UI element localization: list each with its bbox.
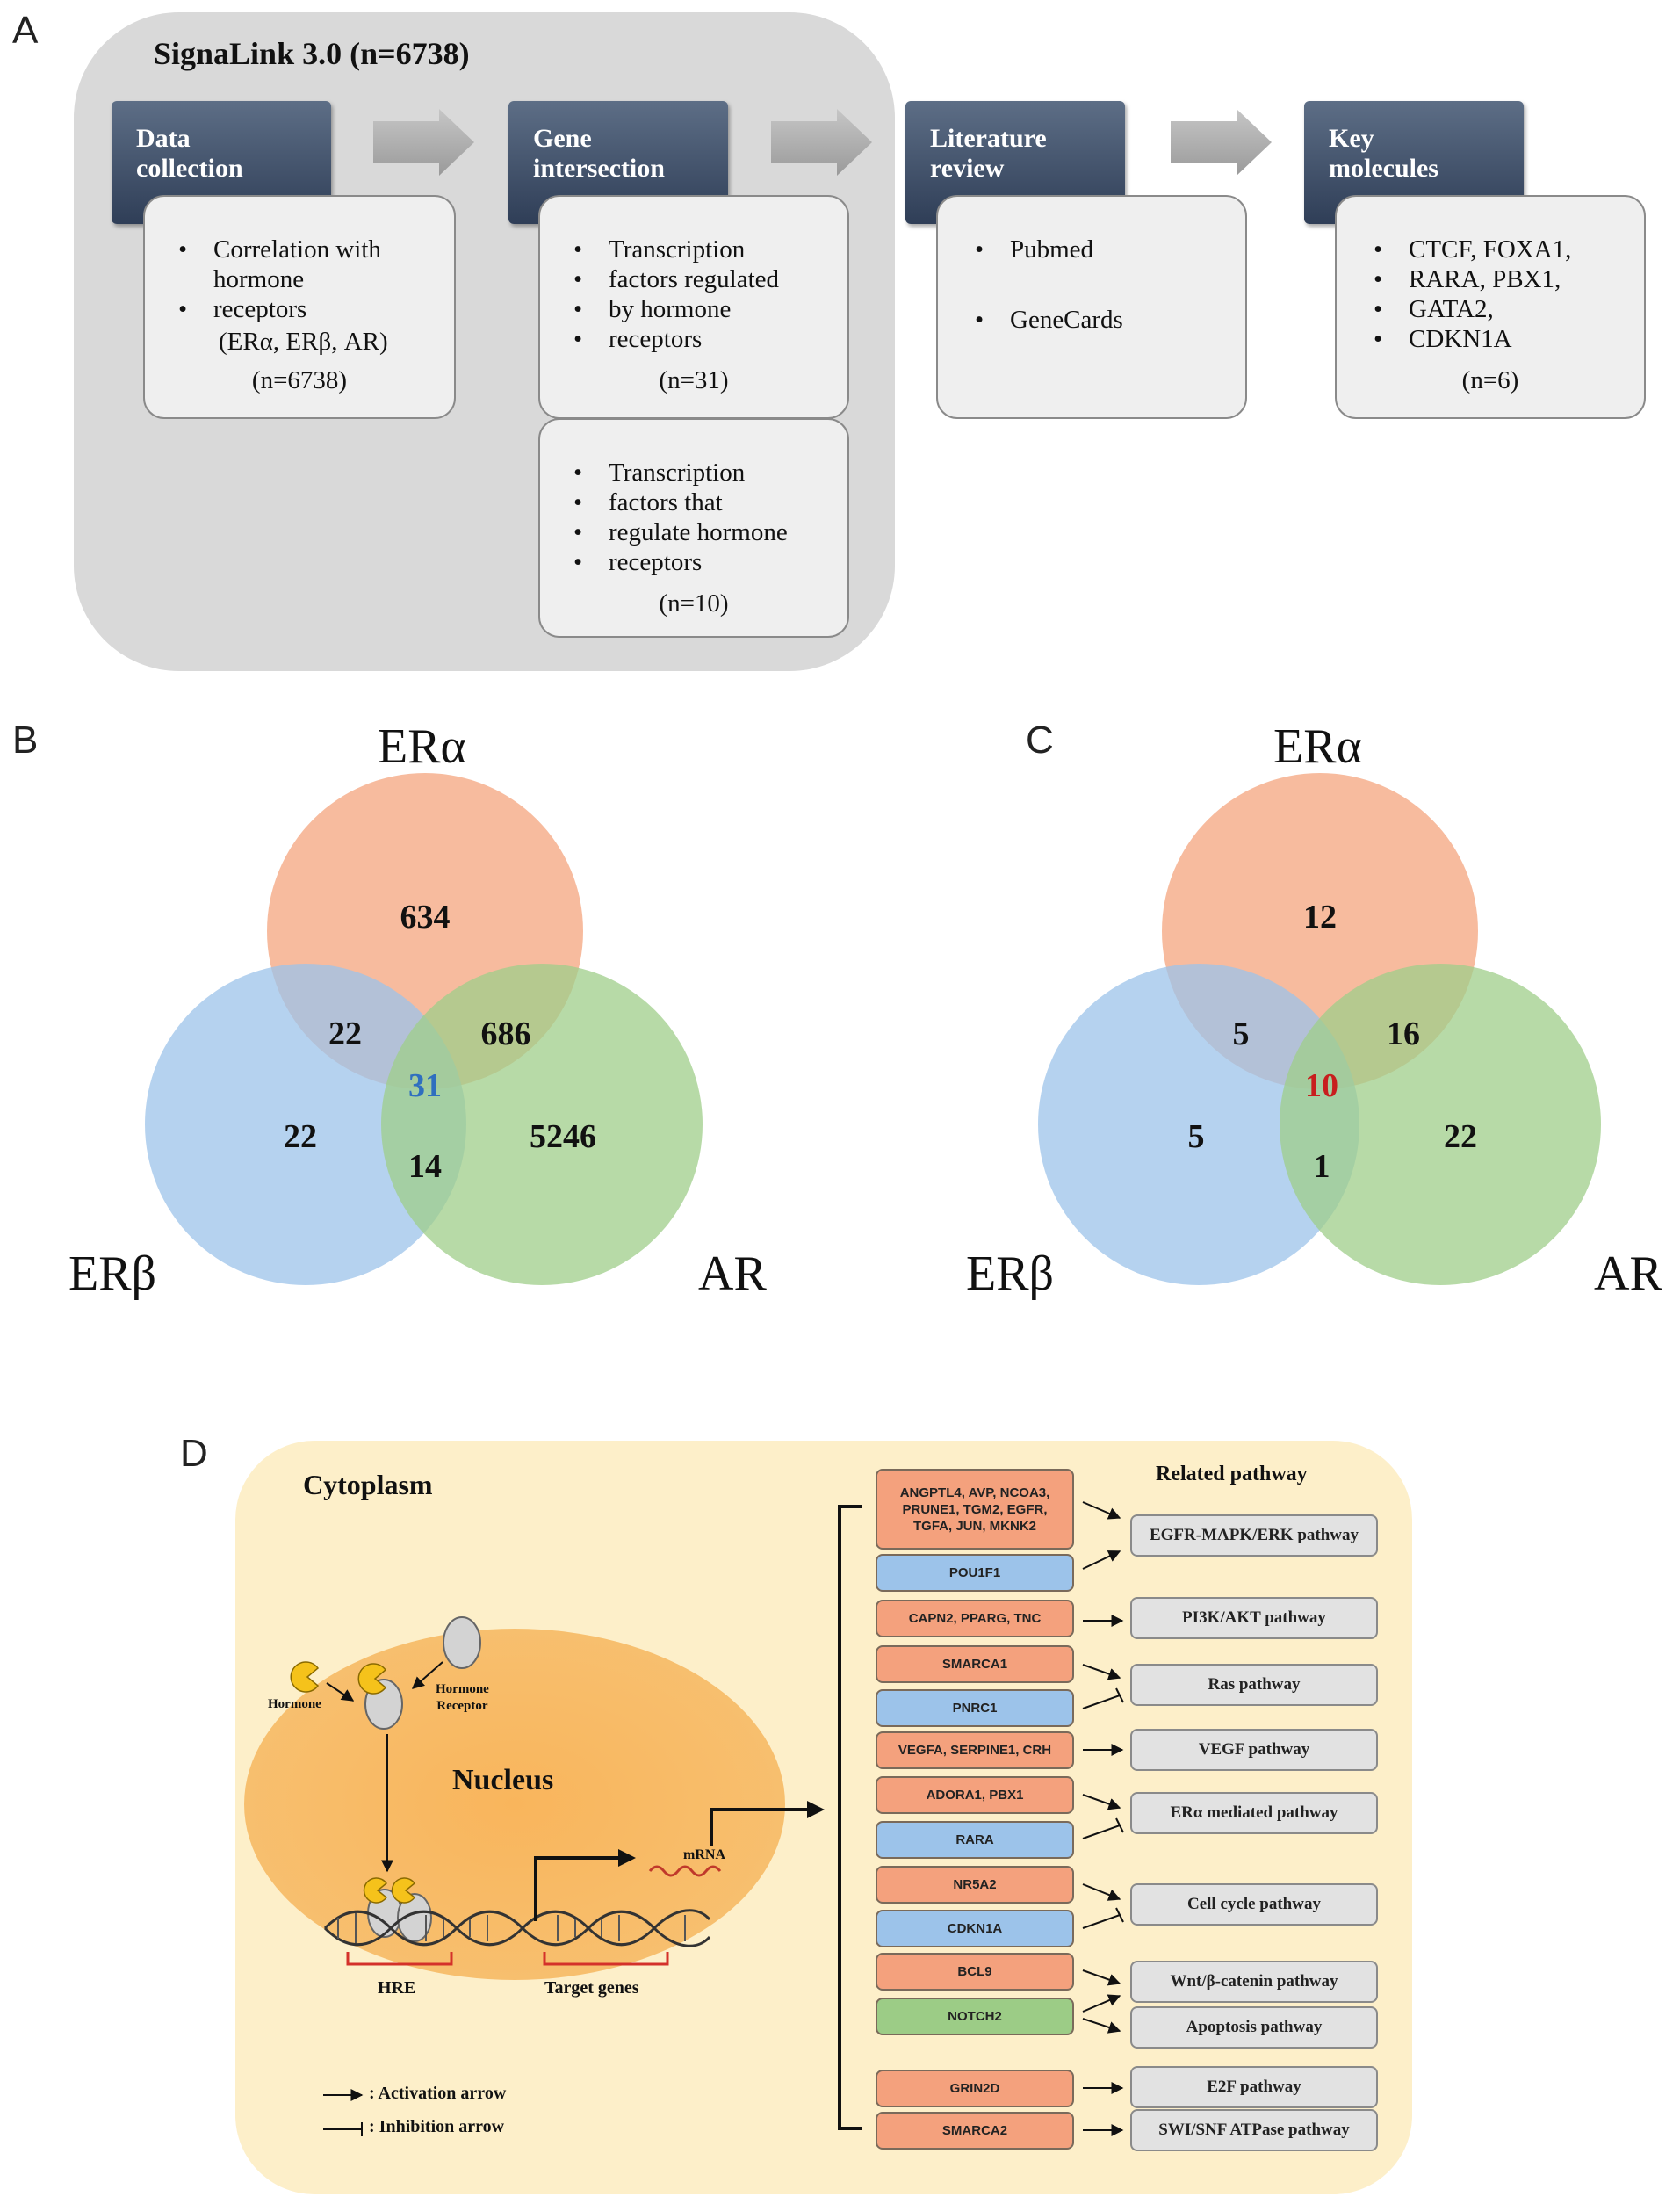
venn-c-label-era: ERα [1273, 719, 1362, 774]
venn-b-label-era: ERα [378, 719, 466, 774]
venn-c-circle-erb [1038, 964, 1359, 1285]
card-literature-review: Pubmed GeneCards [936, 195, 1247, 419]
gene-box-capn2-group: CAPN2, PPARG, TNC [876, 1600, 1074, 1637]
gene-box-egfr-group: ANGPTL4, AVP, NCOA3, PRUNE1, TGM2, EGFR,… [876, 1469, 1074, 1550]
cell-diagram [244, 1501, 1124, 2136]
venn-b-all: 31 [408, 1067, 442, 1104]
venn-b-circle-erb [145, 964, 466, 1285]
hormone-receptor-label: Hormone Receptor [436, 1682, 489, 1713]
target-genes-bracket [543, 1952, 669, 1966]
hormone-label: Hormone [268, 1697, 321, 1711]
hormone-icon [290, 1661, 320, 1693]
hre-bracket [346, 1952, 453, 1966]
cytoplasm-label: Cytoplasm [303, 1469, 433, 1500]
venn-c-era-erb: 5 [1232, 1015, 1250, 1052]
arrow-1 [373, 109, 474, 176]
venn-c-label-erb: ERβ [966, 1247, 1055, 1301]
venn-b-label-ar: AR [698, 1247, 767, 1301]
gene-box-cdkn1a: CDKN1A [876, 1910, 1074, 1947]
venn-c-circle-ar [1280, 964, 1601, 1285]
pathway-era-mediated: ERα mediated pathway [1130, 1792, 1378, 1834]
gene-box-grin2d: GRIN2D [876, 2070, 1074, 2107]
venn-b-circle-ar [381, 964, 703, 1285]
signalink-title: SignaLink 3.0 (n=6738) [154, 36, 470, 71]
gene-list-bracket [838, 1505, 862, 2130]
gene-box-pou1f1: POU1F1 [876, 1554, 1074, 1592]
arrow-3 [1171, 109, 1272, 176]
pathway-vegf: VEGF pathway [1130, 1729, 1378, 1771]
venn-b-era-ar: 686 [480, 1015, 531, 1052]
hre-label: HRE [378, 1978, 416, 1998]
card-data-collection: Correlation with hormone receptors (ERα,… [143, 195, 456, 419]
pathway-pi3k-akt: PI3K/AKT pathway [1130, 1597, 1378, 1639]
gene-box-smarca1: SMARCA1 [876, 1645, 1074, 1683]
legend-inhibition: : Inhibition arrow [369, 2117, 505, 2136]
gene-box-pnrc1: PNRC1 [876, 1689, 1074, 1727]
venn-c-era-only: 12 [1303, 899, 1337, 936]
venn-c-era-ar: 16 [1387, 1015, 1420, 1052]
venn-b-era-erb: 22 [328, 1015, 362, 1052]
gene-box-adora1-group: ADORA1, PBX1 [876, 1776, 1074, 1814]
pathway-e2f: E2F pathway [1130, 2066, 1378, 2108]
card-regulate-receptors: Transcription factors that regulate horm… [538, 418, 849, 638]
panel-label-c: C [1026, 719, 1054, 762]
venn-c-erb-ar: 1 [1313, 1148, 1330, 1185]
venn-b-erb-ar: 14 [408, 1148, 442, 1185]
venn-b-era-only: 634 [400, 899, 451, 936]
gene-box-smarca2: SMARCA2 [876, 2112, 1074, 2150]
panel-label-a: A [12, 9, 39, 52]
venn-c-label-ar: AR [1594, 1247, 1662, 1301]
pathway-wnt-beta-catenin: Wnt/β-catenin pathway [1130, 1961, 1378, 2003]
pathway-apoptosis: Apoptosis pathway [1130, 2006, 1378, 2049]
card-regulated-by-receptors: Transcription factors regulated by hormo… [538, 195, 849, 419]
pathway-egfr-mapk-erk: EGFR-MAPK/ERK pathway [1130, 1514, 1378, 1557]
gene-box-bcl9: BCL9 [876, 1953, 1074, 1991]
target-genes-label: Target genes [544, 1978, 639, 1998]
venn-b-label-erb: ERβ [68, 1247, 157, 1301]
dna-helix-icon [323, 1909, 711, 1947]
related-pathway-header: Related pathway [1156, 1463, 1308, 1485]
pathway-ras: Ras pathway [1130, 1664, 1378, 1706]
panel-label-b: B [12, 719, 39, 762]
gene-box-vegfa-group: VEGFA, SERPINE1, CRH [876, 1731, 1074, 1769]
mrna-label: mRNA [683, 1847, 725, 1862]
venn-b-erb-only: 22 [284, 1118, 317, 1155]
venn-b-ar-only: 5246 [530, 1118, 596, 1155]
venn-c-erb-only: 5 [1187, 1118, 1205, 1155]
panel-label-d: D [180, 1432, 208, 1475]
card-key-molecules: CTCF, FOXA1, RARA, PBX1, GATA2, CDKN1A (… [1335, 195, 1646, 419]
mrna-icon [648, 1865, 722, 1877]
pathway-swi-snf-atpase: SWI/SNF ATPase pathway [1130, 2109, 1378, 2151]
legend-activation: : Activation arrow [369, 2084, 507, 2103]
gene-box-notch2: NOTCH2 [876, 1998, 1074, 2035]
gene-box-rara: RARA [876, 1821, 1074, 1859]
nucleus-label: Nucleus [452, 1764, 554, 1796]
process-arrows [373, 109, 1272, 176]
arrow-2 [771, 109, 872, 176]
venn-c [1038, 773, 1601, 1285]
venn-c-ar-only: 22 [1444, 1118, 1477, 1155]
venn-b [145, 773, 703, 1285]
venn-c-all: 10 [1305, 1067, 1338, 1104]
gene-box-nr5a2: NR5A2 [876, 1866, 1074, 1904]
hormone-receptor-icon [443, 1616, 481, 1669]
pathway-cell-cycle: Cell cycle pathway [1130, 1883, 1378, 1926]
